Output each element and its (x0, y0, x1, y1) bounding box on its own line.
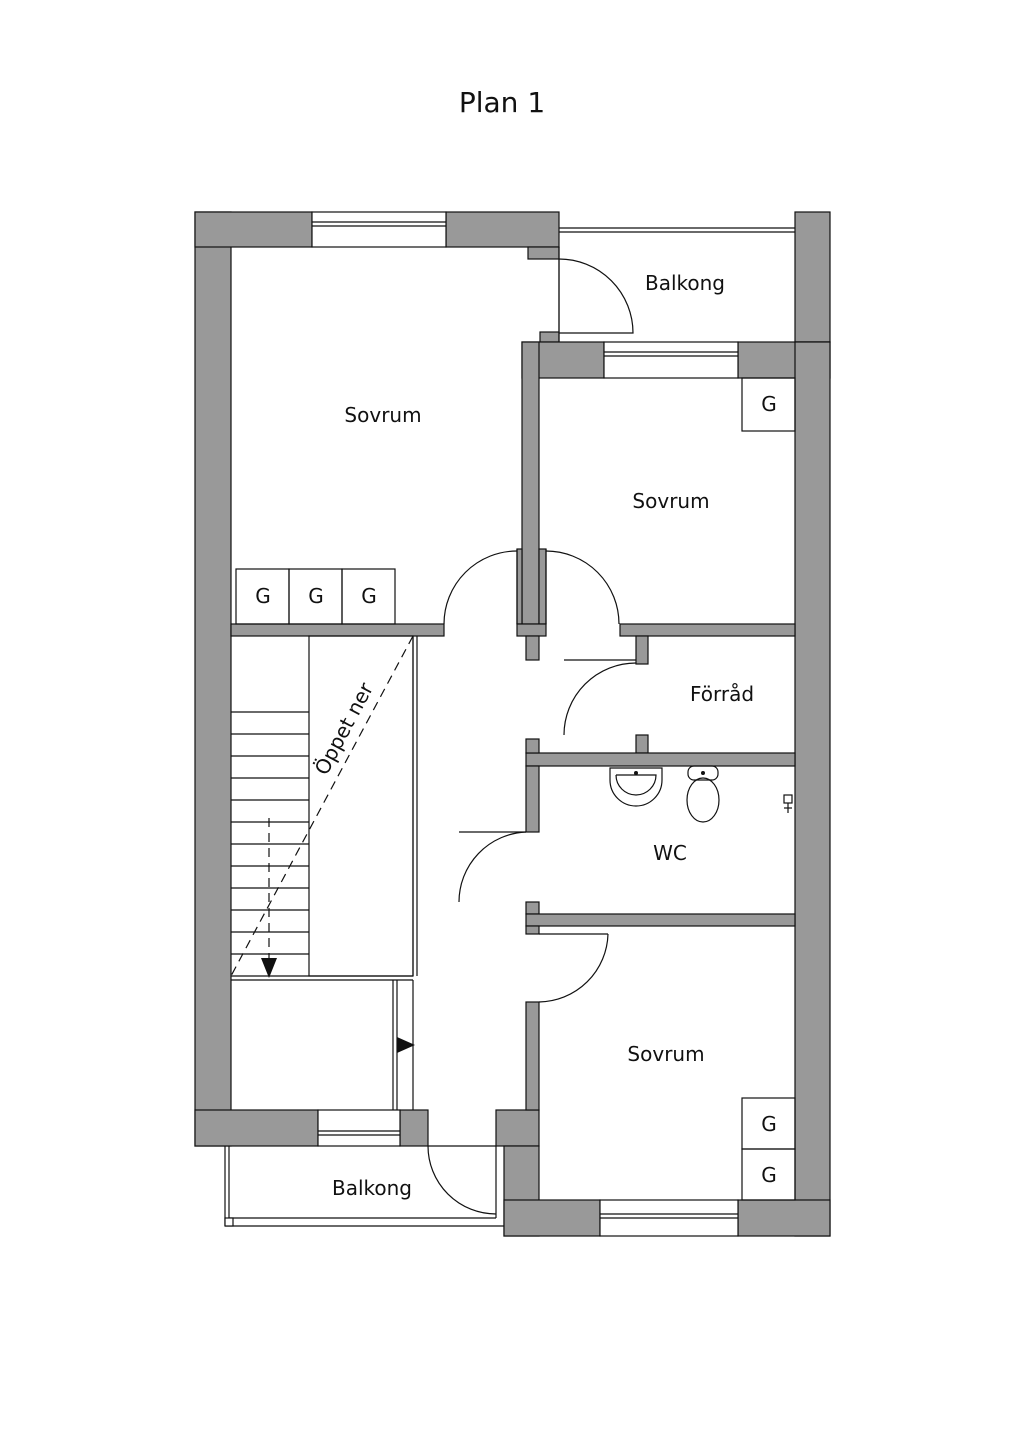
window-top (311, 211, 447, 248)
wall-bottom-left (194, 1109, 319, 1147)
wall-bottom-right-a (503, 1199, 601, 1237)
room-label-wc: WC (653, 841, 687, 865)
wardrobe-row-top-left (235, 568, 396, 625)
wall-top-left (194, 211, 313, 248)
room-label-balkong-bottom: Balkong (332, 1176, 412, 1200)
wardrobe-right-lower-b (741, 1148, 796, 1201)
window-bottom-right (599, 1199, 739, 1237)
wall-bottom-right-b (737, 1199, 831, 1237)
wardrobe-label: G (761, 1112, 777, 1136)
wall-int-h4-stub (525, 925, 540, 935)
room-label-sovrum-top-left: Sovrum (344, 403, 421, 427)
toilet-icon (686, 765, 720, 823)
wall-int-pillar (516, 623, 547, 637)
wall-int-sovrum-low-left (525, 1001, 540, 1111)
door-sovrum-right (545, 549, 620, 625)
wall-int-v1-stub2 (538, 548, 547, 625)
wall-int-wc-left (525, 765, 540, 833)
wardrobe-label: G (361, 584, 377, 608)
wall-int-h2 (619, 623, 796, 637)
stair-steps (231, 711, 309, 955)
wall-int-h4 (525, 913, 796, 927)
wall-int-forrad-left-b (635, 734, 649, 754)
wall-int-forrad-left (635, 635, 649, 665)
wardrobe-label: G (308, 584, 324, 608)
wall-balcony-jamb-top (527, 246, 560, 260)
door-sovrum-left (443, 549, 518, 625)
wall-int-h3 (525, 752, 796, 767)
wardrobe-label: G (761, 1163, 777, 1187)
wall-int-h3-stub (525, 738, 540, 754)
window-bottom-left (317, 1109, 401, 1147)
wall-balcony-jamb-bottom (539, 331, 560, 343)
room-label-sovrum-right-upper: Sovrum (632, 489, 709, 513)
door-sovrum-bottom (538, 933, 609, 1003)
window-balcony-right (603, 341, 739, 379)
stair-opening (231, 635, 418, 981)
stair-label: Öppet ner (310, 678, 379, 779)
plan-title: Plan 1 (458, 86, 546, 119)
landing-arrow-icon (397, 1037, 415, 1053)
wall-int-h1 (230, 623, 445, 637)
wall-top-mid (445, 211, 560, 248)
wall-left (194, 211, 232, 1147)
wardrobe-label: G (761, 392, 777, 416)
door-wc (458, 831, 527, 903)
balcony-bottom (224, 1146, 504, 1227)
wall-right-top (794, 211, 831, 343)
faucet-icon (783, 794, 793, 813)
wall-int-wc-left-b (525, 901, 540, 915)
sink-icon (609, 767, 663, 807)
door-balcony-bottom (427, 1145, 497, 1215)
door-forrad (563, 659, 637, 736)
wall-bottom-mid (399, 1109, 429, 1147)
room-label-forrad: Förråd (690, 682, 754, 706)
stair-dashed-line (230, 635, 414, 977)
stair-arrow-head (261, 958, 277, 978)
room-label-sovrum-right-lower: Sovrum (627, 1042, 704, 1066)
wardrobe-right-upper (741, 377, 796, 432)
wall-int-pillar-lower (525, 635, 540, 661)
wall-int-v1 (521, 341, 540, 625)
wardrobe-label: G (255, 584, 271, 608)
wall-bottom-right-jamb (495, 1109, 540, 1147)
room-label-balkong-top: Balkong (645, 271, 725, 295)
wall-right (794, 341, 831, 1237)
wall-int-v1-stub (516, 548, 523, 625)
door-balcony-top (558, 258, 634, 334)
